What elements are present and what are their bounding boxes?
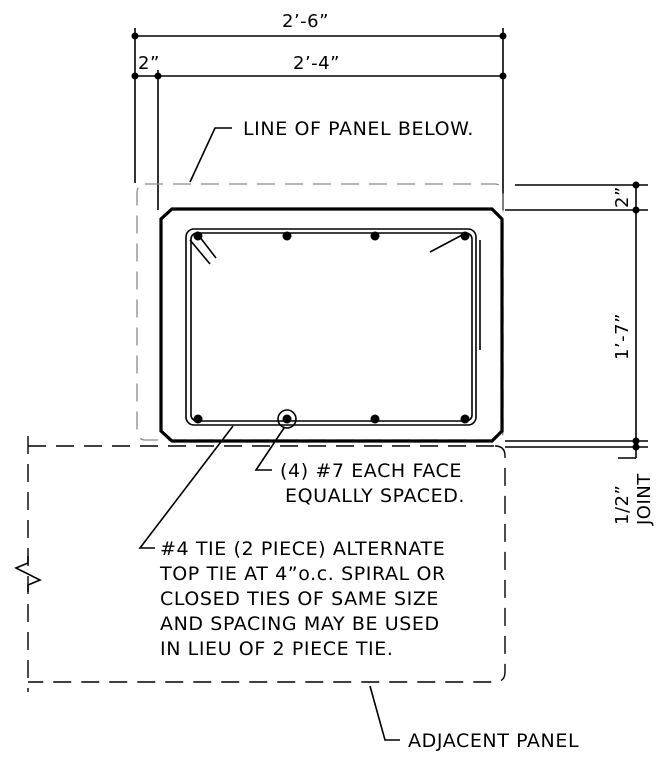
note-tie-line2: TOP TIE AT 4”o.c. SPIRAL OR xyxy=(159,563,446,585)
right-dimensions: 2” 1’-7” 1/2” JOINT xyxy=(505,181,655,526)
dim-tick xyxy=(632,437,640,445)
leader-adjacent-panel xyxy=(369,685,400,741)
dim-tick xyxy=(632,206,640,214)
dim-panel-height: 1’-7” xyxy=(612,313,633,360)
adjacent-panel xyxy=(14,436,506,692)
rebar xyxy=(193,414,203,424)
leader-bars xyxy=(254,427,285,471)
tie-outline xyxy=(185,228,477,426)
note-adjacent-panel: ADJACENT PANEL xyxy=(408,730,579,752)
adjacent-panel-edge xyxy=(28,445,506,683)
dim-top-offset: 2” xyxy=(612,186,633,208)
leader-tie xyxy=(138,425,234,549)
note-tie-line3: CLOSED TIES OF SAME SIZE xyxy=(160,588,439,610)
dim-tick xyxy=(131,72,139,80)
note-bars-line1: (4) #7 EACH FACE xyxy=(280,460,462,482)
note-bars-line2: EQUALLY SPACED. xyxy=(285,485,465,507)
dim-tick xyxy=(131,32,139,40)
rebar xyxy=(193,231,203,241)
rebar xyxy=(370,231,380,241)
rebar xyxy=(460,414,470,424)
joint-label: JOINT xyxy=(634,473,655,526)
tie-hook xyxy=(189,239,211,265)
rebar xyxy=(282,231,292,241)
tie-inner-line xyxy=(190,232,473,422)
dim-panel-width: 2’-4” xyxy=(293,53,340,74)
rebar xyxy=(460,231,470,241)
note-tie-line5: IN LIEU OF 2 PIECE TIE. xyxy=(160,638,393,660)
rebar xyxy=(370,414,380,424)
rebar-callout-circle xyxy=(277,409,297,429)
tie-hook xyxy=(429,233,465,253)
note-tie-line1: #4 TIE (2 PIECE) ALTERNATE xyxy=(160,538,445,560)
break-symbol xyxy=(14,556,42,592)
panel-below-outline xyxy=(136,183,504,441)
panel-outline xyxy=(159,207,504,443)
dim-offset: 2” xyxy=(138,53,160,74)
dim-overall-width: 2’-6” xyxy=(282,11,329,32)
rebar xyxy=(282,414,292,424)
top-dimensions: 2’-6” 2” 2’-4” xyxy=(131,11,507,210)
dim-tick xyxy=(632,181,640,189)
dim-tick xyxy=(499,72,507,80)
leader-panel-below xyxy=(189,127,232,183)
note-tie-line4: AND SPACING MAY BE USED xyxy=(160,613,440,635)
dim-tick xyxy=(154,72,162,80)
note-line-of-panel-below: LINE OF PANEL BELOW. xyxy=(243,118,474,140)
dim-joint-size: 1/2” xyxy=(612,485,633,525)
dim-tick xyxy=(499,32,507,40)
